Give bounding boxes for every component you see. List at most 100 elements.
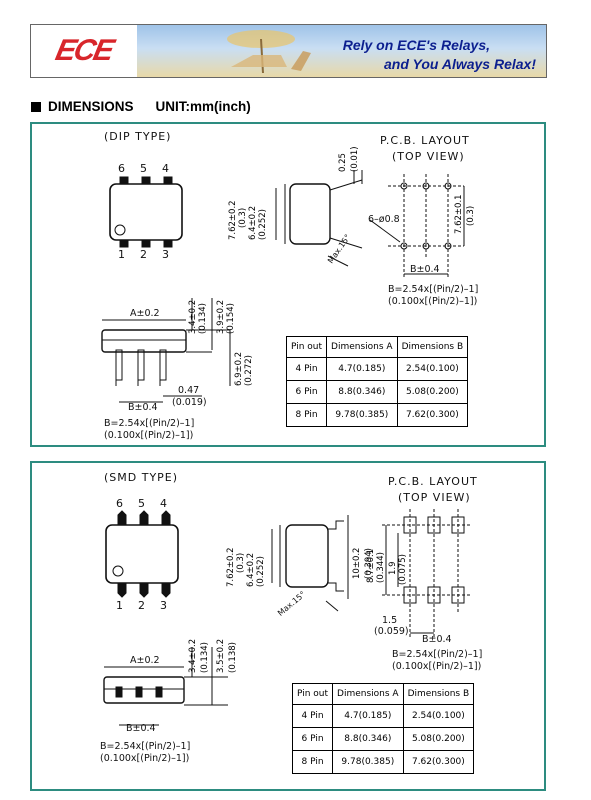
smd-dim-19: 1.9: [388, 561, 398, 575]
smd-pcb-title: P.C.B. LAYOUT: [388, 475, 478, 488]
table-row: 8 Pin 9.78(0.385) 7.62(0.300): [291, 750, 475, 774]
table-header: Dimensions B: [402, 683, 475, 705]
dip-dim-hole: 6–ø0.8: [368, 214, 400, 225]
smd-dim-34: 3.4±0.2: [188, 638, 198, 673]
dip-dim-39: 3.9±0.2: [216, 299, 226, 334]
dip-dimensions-table: Pin out Dimensions A Dimensions B 4 Pin …: [285, 336, 469, 427]
table-cell: 2.54(0.100): [402, 704, 475, 728]
smd-pin-5: 5: [138, 497, 145, 510]
smd-dim-b04: B±0.4: [126, 723, 156, 734]
ece-logo: ECE: [31, 25, 137, 77]
header-banner: ECE Rely on ECE's Relays, and You Always…: [30, 24, 547, 78]
table-cell: 4 Pin: [291, 704, 334, 728]
dip-pin-4: 4: [162, 162, 169, 175]
dip-pin-3: 3: [162, 248, 169, 261]
smd-formula-2: (0.100x[(Pin/2)–1]): [100, 753, 190, 764]
smd-pcb-b04: B±0.4: [422, 634, 452, 645]
table-row: 4 Pin 4.7(0.185) 2.54(0.100): [291, 704, 475, 728]
dip-dim-0154: (0.154): [226, 303, 236, 334]
dip-formula-2: (0.100x[(Pin/2)–1]): [104, 430, 194, 441]
smd-pin-1: 1: [116, 599, 123, 612]
heading-title: DIMENSIONS: [48, 99, 134, 114]
table-row: 6 Pin 8.8(0.346) 5.08(0.200): [291, 727, 475, 751]
smd-dim-64: 6.4±0.2: [246, 552, 256, 587]
dip-dim-64: 6.4±0.2: [248, 205, 258, 240]
table-row: 4 Pin 4.7(0.185) 2.54(0.100): [285, 357, 469, 381]
dip-dim-762: 7.62±0.2: [228, 200, 238, 240]
dip-dim-025: 0.25: [338, 153, 348, 172]
smd-pcb-formula-1: B=2.54x[(Pin/2)–1]: [392, 649, 483, 660]
smd-dim-762: 7.62±0.2: [226, 547, 236, 587]
table-cell: 6 Pin: [285, 380, 328, 404]
dip-pcb-title: P.C.B. LAYOUT: [380, 134, 470, 147]
smd-type-label: (SMD TYPE): [104, 471, 179, 484]
dip-dim-b04: B±0.4: [128, 402, 158, 413]
table-cell: 6 Pin: [291, 727, 334, 751]
table-cell: 5.08(0.200): [396, 380, 469, 404]
dip-dim-03: (0.3): [238, 207, 248, 228]
table-cell: 4.7(0.185): [332, 704, 404, 728]
tagline-line-2: and You Always Relax!: [384, 56, 536, 72]
dip-type-label: (DIP TYPE): [104, 130, 172, 143]
smd-formula-1: B=2.54x[(Pin/2)–1]: [100, 741, 191, 752]
smd-pin-2: 2: [138, 599, 145, 612]
smd-dim-15: 1.5: [382, 615, 398, 626]
dip-dim-34: 3.4±0.2: [188, 299, 198, 334]
table-header: Pin out: [291, 683, 334, 705]
table-cell: 7.62(0.300): [402, 750, 475, 774]
smd-drawing: [103, 509, 472, 726]
smd-dim-10: 10±0.2: [352, 547, 362, 579]
smd-pin-6: 6: [116, 497, 123, 510]
smd-dim-0138: (0.138): [228, 642, 238, 673]
dip-dim-a02: A±0.2: [130, 308, 160, 319]
table-cell: 8 Pin: [291, 750, 334, 774]
dip-pin-1: 1: [118, 248, 125, 261]
table-row: 8 Pin 9.78(0.385) 7.62(0.300): [285, 403, 469, 427]
dip-dim-0252: (0.252): [258, 209, 268, 240]
beach-chair-image: [227, 30, 311, 74]
table-header: Dimensions A: [332, 683, 404, 705]
table-cell: 8 Pin: [285, 403, 328, 427]
table-cell: 5.08(0.200): [402, 727, 475, 751]
table-cell: 8.8(0.346): [326, 380, 398, 404]
dip-pcb-formula-2: (0.100x[(Pin/2)–1]): [388, 296, 478, 307]
heading-unit: UNIT:mm(inch): [155, 99, 251, 114]
table-cell: 8.8(0.346): [332, 727, 404, 751]
dip-formula-1: B=2.54x[(Pin/2)–1]: [104, 418, 195, 429]
dip-pcb-formula-1: B=2.54x[(Pin/2)–1]: [388, 284, 479, 295]
smd-dimensions-table: Pin out Dimensions A Dimensions B 4 Pin …: [291, 683, 475, 774]
dip-dim-69: 6.9±0.2: [234, 351, 244, 386]
smd-dim-87: 8.7±0.1: [366, 548, 376, 583]
tagline-line-1: Rely on ECE's Relays,: [342, 37, 490, 53]
smd-dim-35: 3.5±0.2: [216, 638, 226, 673]
logo-text: ECE: [52, 34, 116, 67]
smd-dim-0252: (0.252): [256, 556, 266, 587]
dip-dim-pcb762: 7.62±0.1: [454, 194, 464, 234]
table-header-row: Pin out Dimensions A Dimensions B: [291, 683, 475, 705]
table-cell: 9.78(0.385): [332, 750, 404, 774]
smd-pin-3: 3: [160, 599, 167, 612]
smd-pin-4: 4: [160, 497, 167, 510]
dip-dim-001: (0.01): [350, 146, 360, 172]
table-cell: 4.7(0.185): [326, 357, 398, 381]
dip-dim-pcb03: (0.3): [466, 205, 476, 226]
dip-pcb-subtitle: (TOP VIEW): [392, 150, 465, 163]
table-row: 6 Pin 8.8(0.346) 5.08(0.200): [285, 380, 469, 404]
smd-dim-0075: (0.075): [398, 554, 408, 585]
table-cell: 7.62(0.300): [396, 403, 469, 427]
dip-dim-0134: (0.134): [198, 303, 208, 334]
table-header: Dimensions A: [326, 336, 398, 358]
smd-pcb-formula-2: (0.100x[(Pin/2)–1]): [392, 661, 482, 672]
dip-dim-0019: (0.019): [172, 397, 207, 408]
table-header-row: Pin out Dimensions A Dimensions B: [285, 336, 469, 358]
dip-dim-0272: (0.272): [244, 355, 254, 386]
square-bullet-icon: [31, 101, 41, 112]
smd-dim-0134: (0.134): [200, 642, 210, 673]
dip-dim-047: 0.47: [178, 385, 200, 396]
dip-pcb-b04: B±0.4: [410, 264, 440, 275]
table-cell: 4 Pin: [285, 357, 328, 381]
table-header: Dimensions B: [396, 336, 469, 358]
table-cell: 2.54(0.100): [396, 357, 469, 381]
smd-dim-0344: (0.344): [376, 552, 386, 583]
dip-pin-6: 6: [118, 162, 125, 175]
